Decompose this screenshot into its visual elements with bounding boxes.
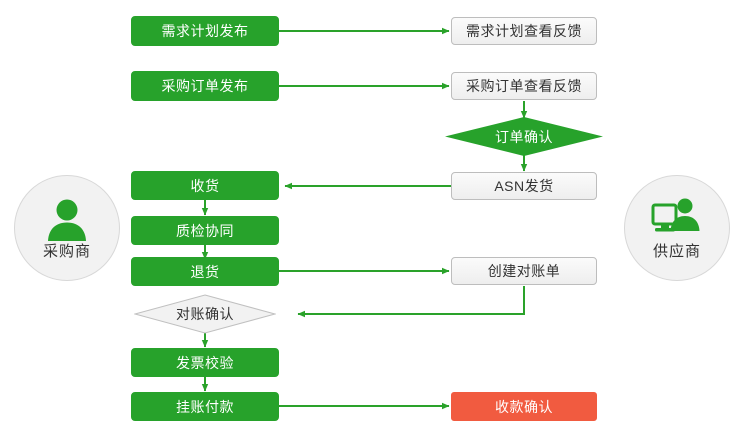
actor-supplier: 供应商 [624, 175, 730, 281]
node-label: 质检协同 [176, 222, 234, 239]
node-label: 对账确认 [176, 306, 234, 322]
node-receive-goods[interactable]: 收货 [131, 171, 279, 200]
node-label: ASN发货 [494, 178, 554, 194]
node-label: 挂账付款 [176, 398, 234, 415]
node-order-confirm[interactable]: 订单确认 [445, 117, 603, 156]
node-quality-collab[interactable]: 质检协同 [131, 216, 279, 245]
diamond-shape [134, 294, 276, 334]
node-po-feedback[interactable]: 采购订单查看反馈 [451, 72, 597, 100]
node-label: 创建对账单 [487, 263, 561, 279]
node-label: 订单确认 [495, 128, 553, 145]
node-invoice-check[interactable]: 发票校验 [131, 348, 279, 377]
node-label: 收款确认 [495, 398, 553, 415]
node-label: 需求计划发布 [161, 23, 249, 39]
node-receipt-confirm[interactable]: 收款确认 [451, 392, 597, 421]
node-label: 需求计划查看反馈 [466, 23, 582, 39]
actor-supplier-label: 供应商 [652, 243, 701, 260]
node-demand-plan-feedback[interactable]: 需求计划查看反馈 [451, 17, 597, 45]
node-payable-payment[interactable]: 挂账付款 [131, 392, 279, 421]
node-create-statement[interactable]: 创建对账单 [451, 257, 597, 285]
node-label: 收货 [190, 177, 220, 194]
user-at-computer-icon [651, 198, 700, 232]
node-po-publish[interactable]: 采购订单发布 [131, 71, 279, 101]
actor-buyer: 采购商 [14, 175, 120, 281]
user-icon [48, 199, 86, 241]
node-label: 采购订单发布 [161, 78, 249, 94]
diamond-shape [445, 117, 603, 156]
node-return-goods[interactable]: 退货 [131, 257, 279, 286]
node-statement-confirm[interactable]: 对账确认 [134, 294, 276, 334]
actor-buyer-label: 采购商 [42, 243, 91, 260]
node-label: 发票校验 [176, 354, 234, 371]
node-label: 退货 [190, 263, 220, 280]
edge-statement-to-confirm [297, 286, 525, 318]
node-asn-shipment[interactable]: ASN发货 [451, 172, 597, 200]
node-demand-plan-publish[interactable]: 需求计划发布 [131, 16, 279, 46]
node-label: 采购订单查看反馈 [466, 78, 582, 94]
